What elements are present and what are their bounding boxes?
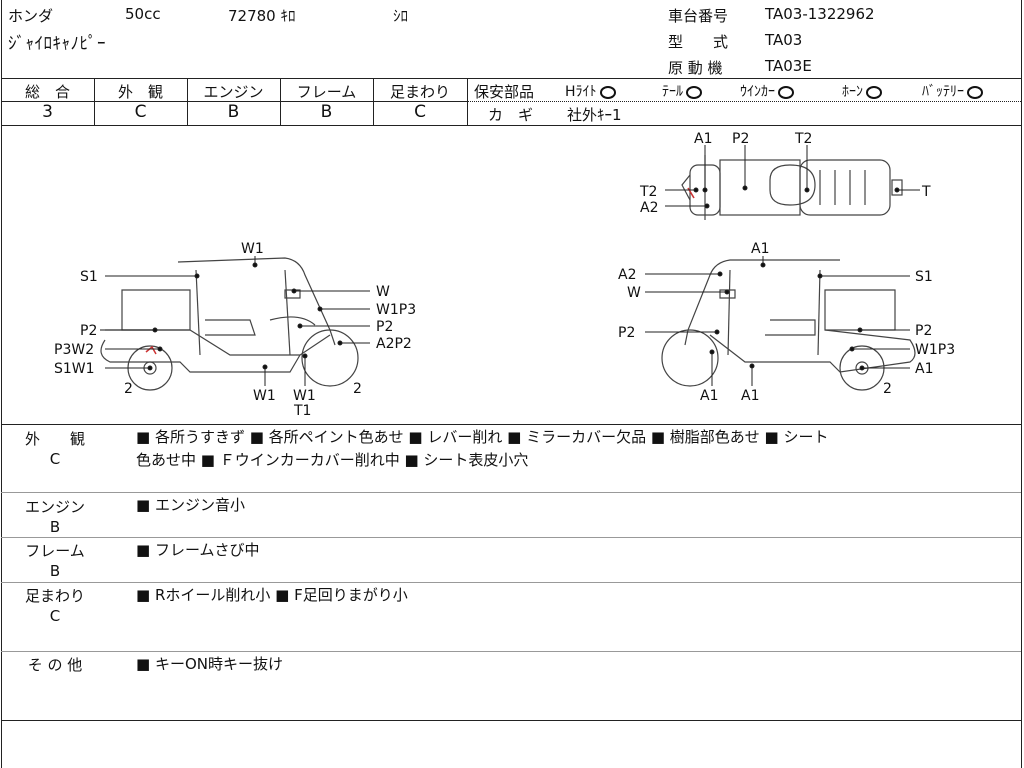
- scooter-top-view: [681, 155, 903, 220]
- key-label: カ ギ: [488, 106, 534, 124]
- label-left-w1p3: W1P3: [376, 302, 416, 318]
- safety-item-winker: ｳｲﾝｶｰ: [740, 84, 775, 100]
- frame-no: TA03-1322962: [765, 5, 875, 23]
- label-left-2a: 2: [124, 381, 133, 397]
- section-frame-label: フレーム: [25, 542, 85, 560]
- grade-frame-value: B: [320, 102, 333, 122]
- section-exterior-label: 外 観: [24, 430, 85, 448]
- type-label: 型 式: [668, 33, 729, 51]
- frame-no-label: 車台番号: [668, 7, 729, 25]
- section-frame-grade: B: [49, 562, 61, 580]
- safety-item-headlight: Hﾗｲﾄ: [565, 84, 597, 100]
- label-right-a2: A2: [618, 267, 636, 283]
- label-left-s1: S1: [80, 269, 98, 285]
- section-exterior-grade: C: [49, 450, 61, 468]
- label-top-t2a: T2: [794, 131, 812, 147]
- label-top-a2: A2: [640, 200, 658, 216]
- frame-right: [1021, 0, 1022, 768]
- engine-value: TA03E: [765, 57, 812, 75]
- label-left-2b: 2: [353, 381, 362, 397]
- label-left-t1: T1: [293, 403, 311, 419]
- label-left-p3w2: P3W2: [54, 342, 94, 358]
- safety-title: 保安部品: [474, 83, 535, 101]
- label-top-p2: P2: [732, 131, 749, 147]
- ok-circle-icon: [686, 85, 702, 99]
- section-other-line1: ■ キーON時キー抜け: [136, 655, 283, 673]
- grade-engine-value: B: [227, 102, 240, 122]
- label-right-p2-left: P2: [618, 325, 635, 341]
- label-top-t2b: T2: [639, 184, 657, 200]
- label-left-s1w1: S1W1: [54, 361, 95, 377]
- label-right-s1: S1: [915, 269, 933, 285]
- label-right-a1-a: A1: [700, 388, 718, 404]
- label-right-p2-right: P2: [915, 323, 932, 339]
- grade-overall-label: 総 合: [24, 83, 70, 101]
- label-right-2: 2: [883, 381, 892, 397]
- label-left-w1-a: W1: [253, 388, 276, 404]
- mileage: 72780 ｷﾛ: [228, 7, 296, 25]
- scooter-left-view: [100, 257, 359, 391]
- section-engine-line1: ■ エンジン音小: [136, 496, 245, 514]
- section-engine-grade: B: [49, 518, 61, 536]
- color: ｼﾛ: [393, 7, 409, 25]
- scooter-right-view: [661, 259, 916, 391]
- section-suspension-grade: C: [49, 607, 61, 625]
- safety-item-horn: ﾎｰﾝ: [842, 84, 863, 100]
- section-exterior-line2: 色あせ中 ■ Ｆウインカーカバー削れ中 ■ シート表皮小穴: [136, 451, 529, 469]
- label-top-a1: A1: [694, 131, 712, 147]
- type-value: TA03: [765, 31, 803, 49]
- ok-circle-icon: [866, 85, 882, 99]
- safety-item-tail: ﾃｰﾙ: [662, 84, 683, 100]
- section-exterior-line1: ■ 各所うすきず ■ 各所ペイント色あせ ■ レバー削れ ■ ミラーカバー欠品 …: [136, 428, 829, 446]
- label-right-w1p3: W1P3: [915, 342, 955, 358]
- label-left-p2-left: P2: [80, 323, 97, 339]
- section-other-label: そ の 他: [27, 656, 83, 674]
- model-name: ｼﾞｬｲﾛｷｬﾉﾋﾟｰ: [8, 34, 106, 54]
- grade-overall-value: 3: [42, 102, 53, 122]
- engine-label: 原 動 機: [668, 59, 723, 77]
- label-left-p2-right: P2: [376, 319, 393, 335]
- section-suspension-label: 足まわり: [24, 587, 85, 605]
- grade-engine-label: エンジン: [203, 83, 264, 101]
- label-right-a1-mid: A1: [915, 361, 933, 377]
- displacement: 50cc: [125, 5, 161, 23]
- label-left-w: W: [376, 284, 390, 300]
- label-right-a1-b: A1: [741, 388, 759, 404]
- section-frame-line1: ■ フレームさび中: [136, 541, 260, 559]
- grade-exterior-value: C: [134, 102, 147, 122]
- maker: ホンダ: [8, 7, 54, 25]
- section-engine-label: エンジン: [24, 498, 85, 516]
- label-right-a1-top: A1: [751, 241, 769, 257]
- grade-suspension-label: 足まわり: [389, 83, 450, 101]
- frame-left: [1, 0, 2, 768]
- damage-diagram: A1 P2 T2 T2 A2 T W1 S1 W W1P3 P2 P2 A2P2…: [54, 131, 955, 419]
- grade-suspension-value: C: [414, 102, 426, 122]
- label-right-w: W: [627, 285, 641, 301]
- ok-circle-icon: [599, 85, 616, 99]
- label-top-t: T: [921, 184, 931, 200]
- grade-exterior-label: 外 観: [117, 83, 163, 101]
- ok-circle-icon: [967, 85, 983, 99]
- safety-item-battery: ﾊﾞｯﾃﾘｰ: [922, 84, 964, 100]
- label-left-w1-top: W1: [241, 241, 264, 257]
- label-left-a2p2: A2P2: [376, 336, 412, 352]
- ok-circle-icon: [778, 85, 794, 99]
- key-value: 社外ｷｰ1: [567, 106, 622, 124]
- label-left-w1-b: W1: [293, 388, 316, 404]
- section-suspension-line1: ■ Rホイール削れ小 ■ F足回りまがり小: [136, 586, 408, 604]
- grade-frame-label: フレーム: [296, 83, 357, 101]
